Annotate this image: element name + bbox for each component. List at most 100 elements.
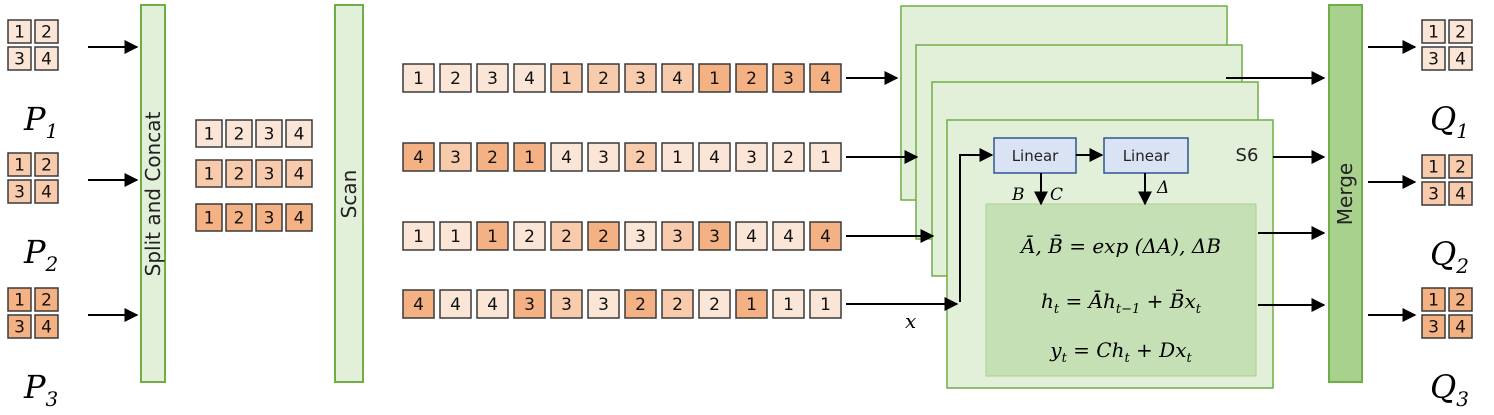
sequence-3-cell-3-box <box>476 221 509 251</box>
sequence-1-cell-3-text: 3 <box>487 69 498 89</box>
output-q3-label: Q3 <box>1430 368 1469 411</box>
concat-row-1-cell-3-box <box>255 119 283 148</box>
input-p2-cell-3-text: 3 <box>14 183 25 203</box>
linear-box-1 <box>993 137 1077 174</box>
sequence-2-cell-5-text: 4 <box>561 148 572 168</box>
input-p1-cell-2-box <box>34 19 59 44</box>
concat-row-2-cell-3-box <box>255 159 283 188</box>
input-p3-cell-1-text: 1 <box>14 291 25 311</box>
sequence-1-cell-9-text: 1 <box>709 69 720 89</box>
sequence-3-cell-11-text: 4 <box>783 227 794 247</box>
sequence-1-cell-4-text: 4 <box>524 69 535 89</box>
input-p2-cell-3-box <box>7 179 32 204</box>
input-p3-cell-3-box <box>7 314 32 339</box>
input-p1-cell-1-box <box>7 19 32 44</box>
concat-row-1-cell-2-box <box>225 119 253 148</box>
concat-row-2-cell-4-box <box>285 159 313 188</box>
input-p1-cell-3-text: 3 <box>14 50 25 70</box>
merge-label: Merge <box>1333 163 1357 225</box>
sequence-2-cell-11-box <box>772 142 805 172</box>
sequence-2-cell-2-box <box>439 142 472 172</box>
output-q2-label: Q2 <box>1430 235 1469 278</box>
sequence-4-cell-8-box <box>661 289 694 319</box>
sequence-4-cell-9-text: 2 <box>709 295 720 315</box>
bc-label-b: B <box>1011 185 1025 205</box>
sequence-1-cell-1-box <box>402 63 435 93</box>
concat-row-2-cell-1-box <box>195 159 223 188</box>
output-q1-cell-2-text: 2 <box>1455 23 1466 43</box>
sequence-2-cell-9-box <box>698 142 731 172</box>
concat-row-1-cell-2-text: 2 <box>234 125 245 145</box>
sequence-4-cell-12-box <box>809 289 842 319</box>
scan-bar <box>334 4 364 383</box>
output-q3-cell-1-text: 1 <box>1428 291 1439 311</box>
sequence-1-cell-12-box <box>809 63 842 93</box>
sequence-1-cell-6-box <box>587 63 620 93</box>
sequence-3-cell-3-text: 1 <box>487 227 498 247</box>
sequence-1-cell-2-text: 2 <box>450 69 461 89</box>
sequence-2-cell-4-text: 1 <box>524 148 535 168</box>
concat-row-1-cell-3-text: 3 <box>264 125 275 145</box>
sequence-3-cell-12-box <box>809 221 842 251</box>
sequence-3-cell-10-text: 4 <box>746 227 757 247</box>
equation-2: ht = Āht−1 + B̄xt <box>1041 288 1202 317</box>
input-p3-cell-4-text: 4 <box>41 318 52 338</box>
output-q2-cell-3-box <box>1421 181 1446 206</box>
output-q3-cell-3-box <box>1421 314 1446 339</box>
sequence-4-cell-8-text: 2 <box>672 295 683 315</box>
input-p3-cell-2-text: 2 <box>41 291 52 311</box>
input-p2-label: P2 <box>23 233 58 276</box>
input-p3-cell-4-box <box>34 314 59 339</box>
concat-row-1-cell-4-text: 4 <box>294 125 305 145</box>
input-p3-cell-1-box <box>7 287 32 312</box>
concat-row-3-cell-1-box <box>195 203 223 232</box>
sequence-3-cell-7-text: 3 <box>635 227 646 247</box>
x-input-path <box>959 148 994 302</box>
sequence-3-cell-8-text: 3 <box>672 227 683 247</box>
sequence-2-cell-7-text: 2 <box>635 148 646 168</box>
sequence-4-cell-1-text: 4 <box>413 295 424 315</box>
sequence-2-cell-12-text: 1 <box>820 148 831 168</box>
output-q2-cell-2-box <box>1448 154 1473 179</box>
sequence-4-cell-10-text: 1 <box>746 295 757 315</box>
concat-row-3-cell-3-box <box>255 203 283 232</box>
sequence-1-cell-5-box <box>550 63 583 93</box>
sequence-4-cell-6-box <box>587 289 620 319</box>
sequence-1-cell-6-text: 2 <box>598 69 609 89</box>
sequence-1-cell-2-box <box>439 63 472 93</box>
output-q1-cell-4-text: 4 <box>1455 50 1466 70</box>
sequence-2-cell-3-text: 2 <box>487 148 498 168</box>
delta-label: Δ <box>1156 178 1169 198</box>
input-p1-cell-1-text: 1 <box>14 23 25 43</box>
concat-row-3-cell-2-text: 2 <box>234 209 245 229</box>
output-q2-cell-3-text: 3 <box>1428 185 1439 205</box>
input-p3-cell-3-text: 3 <box>14 318 25 338</box>
s6-title: S6 <box>1236 145 1259 166</box>
sequence-2-cell-11-text: 2 <box>783 148 794 168</box>
sequence-4-cell-12-text: 1 <box>820 295 831 315</box>
split-concat-label: Split and Concat <box>141 112 165 277</box>
sequence-3-cell-4-text: 2 <box>524 227 535 247</box>
equation-box <box>985 203 1257 377</box>
sequence-2-cell-7-box <box>624 142 657 172</box>
sequence-3-cell-7-box <box>624 221 657 251</box>
scan-label: Scan <box>337 170 361 219</box>
sequence-3-cell-5-box <box>550 221 583 251</box>
output-q3-cell-3-text: 3 <box>1428 318 1439 338</box>
sequence-3-cell-6-box <box>587 221 620 251</box>
concat-row-3-cell-3-text: 3 <box>264 209 275 229</box>
sequence-2-cell-12-box <box>809 142 842 172</box>
concat-row-3-cell-2-box <box>225 203 253 232</box>
concat-row-2-cell-4-text: 4 <box>294 165 305 185</box>
output-q2-cell-4-text: 4 <box>1455 185 1466 205</box>
input-p2-cell-4-text: 4 <box>41 183 52 203</box>
sequence-4-cell-6-text: 3 <box>598 295 609 315</box>
sequence-1-cell-9-box <box>698 63 731 93</box>
linear-label-1: Linear <box>1012 147 1059 165</box>
sequence-4-cell-7-text: 2 <box>635 295 646 315</box>
concat-row-2-cell-3-text: 3 <box>264 165 275 185</box>
sequence-4-cell-7-box <box>624 289 657 319</box>
sequence-1-cell-7-box <box>624 63 657 93</box>
